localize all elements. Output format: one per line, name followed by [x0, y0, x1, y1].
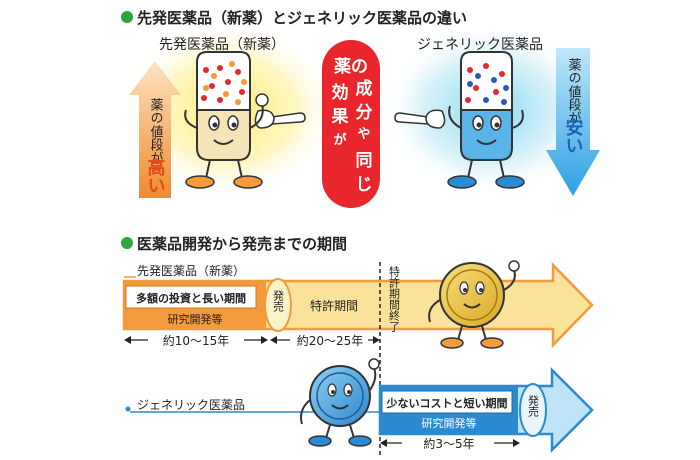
- generic-duration: 約3〜5年: [380, 436, 520, 451]
- center-row2b: 成: [356, 78, 373, 99]
- center-row3a: 果: [332, 107, 349, 127]
- center-row2a: 効: [332, 82, 349, 103]
- expensive-text-2: 値段が: [148, 124, 164, 164]
- brand-release: 発売: [272, 289, 285, 313]
- gold-coin-mascot: [428, 260, 520, 349]
- brand-box-rd: 研究開発等: [168, 312, 223, 326]
- section2-heading: 医薬品開発から発売までの期間: [137, 235, 347, 253]
- pointing-hand-right-icon: [394, 109, 446, 129]
- pointing-hand-left-icon: [254, 109, 306, 129]
- center-row1: 薬の: [334, 57, 368, 77]
- generic-timeline-arrow: 少ないコストと短い期間 研究開発等 発売: [378, 366, 594, 454]
- center-row4a: が: [333, 132, 346, 148]
- cheap-arrow: 薬の 値段が 安い: [546, 48, 600, 196]
- generic-release: 発売: [527, 394, 540, 418]
- cheap-emph: 安い: [563, 117, 584, 154]
- same-effect-badge: 薬の 効 成 果 分 が や 同 じ: [322, 40, 380, 208]
- generic-capsule-mascot: [447, 51, 525, 189]
- patent-period: 特許期間: [310, 298, 358, 313]
- brand-capsule-mascot: [184, 51, 269, 189]
- center-row3b: 分: [356, 103, 373, 123]
- cheap-text-1: 薬の: [566, 58, 582, 84]
- patent-end-label: 特許期間終了: [388, 265, 401, 332]
- brand-box-cost: 多額の投資と長い期間: [136, 291, 246, 305]
- generic-timeline-dot: [125, 406, 131, 412]
- brand-timeline-label: 先発医薬品（新薬）: [137, 263, 245, 278]
- brand-duration-2-text: 約20〜25年: [297, 333, 364, 348]
- generic-box-cost: 少ないコストと短い期間: [386, 396, 508, 410]
- expensive-arrow: 薬の 値段が 高い: [129, 61, 181, 198]
- cheap-text-2: 値段が: [566, 84, 582, 124]
- brand-duration-1: 約10〜15年: [124, 333, 268, 348]
- section1-heading: 先発医薬品（新薬）とジェネリック医薬品の違い: [137, 9, 467, 27]
- center-row6: じ: [356, 175, 373, 195]
- generic-timeline-label: ジェネリック医薬品: [137, 398, 245, 412]
- center-row4b: や: [357, 127, 370, 142]
- expensive-text-1: 薬の: [148, 98, 164, 124]
- heading-bullet-2: [121, 237, 133, 249]
- generic-label: ジェネリック医薬品: [417, 37, 543, 53]
- center-row5: 同: [356, 151, 373, 171]
- generic-box-rd: 研究開発等: [422, 416, 477, 430]
- generic-duration-text: 約3〜5年: [423, 436, 474, 451]
- brand-duration-2: 約20〜25年: [270, 333, 380, 348]
- expensive-emph: 高い: [145, 157, 166, 194]
- brand-label: 先発医薬品（新薬）: [159, 37, 285, 53]
- blue-coin-mascot: [300, 358, 380, 447]
- brand-duration-1-text: 約10〜15年: [163, 333, 230, 348]
- heading-bullet: [121, 11, 133, 23]
